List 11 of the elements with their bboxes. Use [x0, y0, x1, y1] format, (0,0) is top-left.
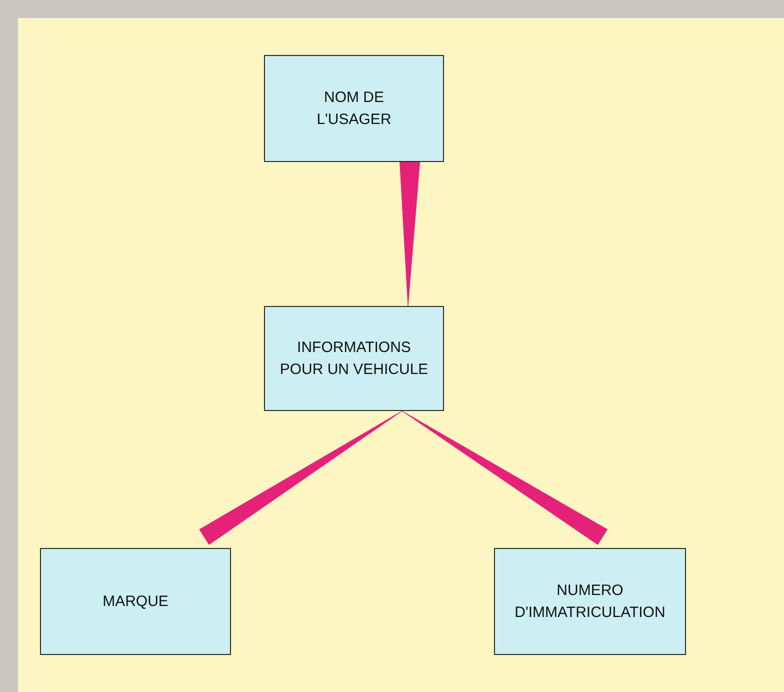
text-box — [494, 548, 686, 655]
node-label: MARQUE — [102, 592, 168, 612]
text-box — [264, 306, 444, 411]
tapered-connector — [199, 410, 402, 545]
node-label: INFORMATIONS POUR UN VEHICULE — [279, 338, 429, 380]
tapered-connector — [400, 162, 420, 306]
text-box — [264, 55, 444, 162]
node-label: NOM DE L'USAGER — [316, 88, 392, 130]
tapered-connector — [402, 410, 608, 545]
text-box — [40, 548, 231, 655]
node-label: NUMERO D'IMMATRICULATION — [514, 580, 666, 622]
